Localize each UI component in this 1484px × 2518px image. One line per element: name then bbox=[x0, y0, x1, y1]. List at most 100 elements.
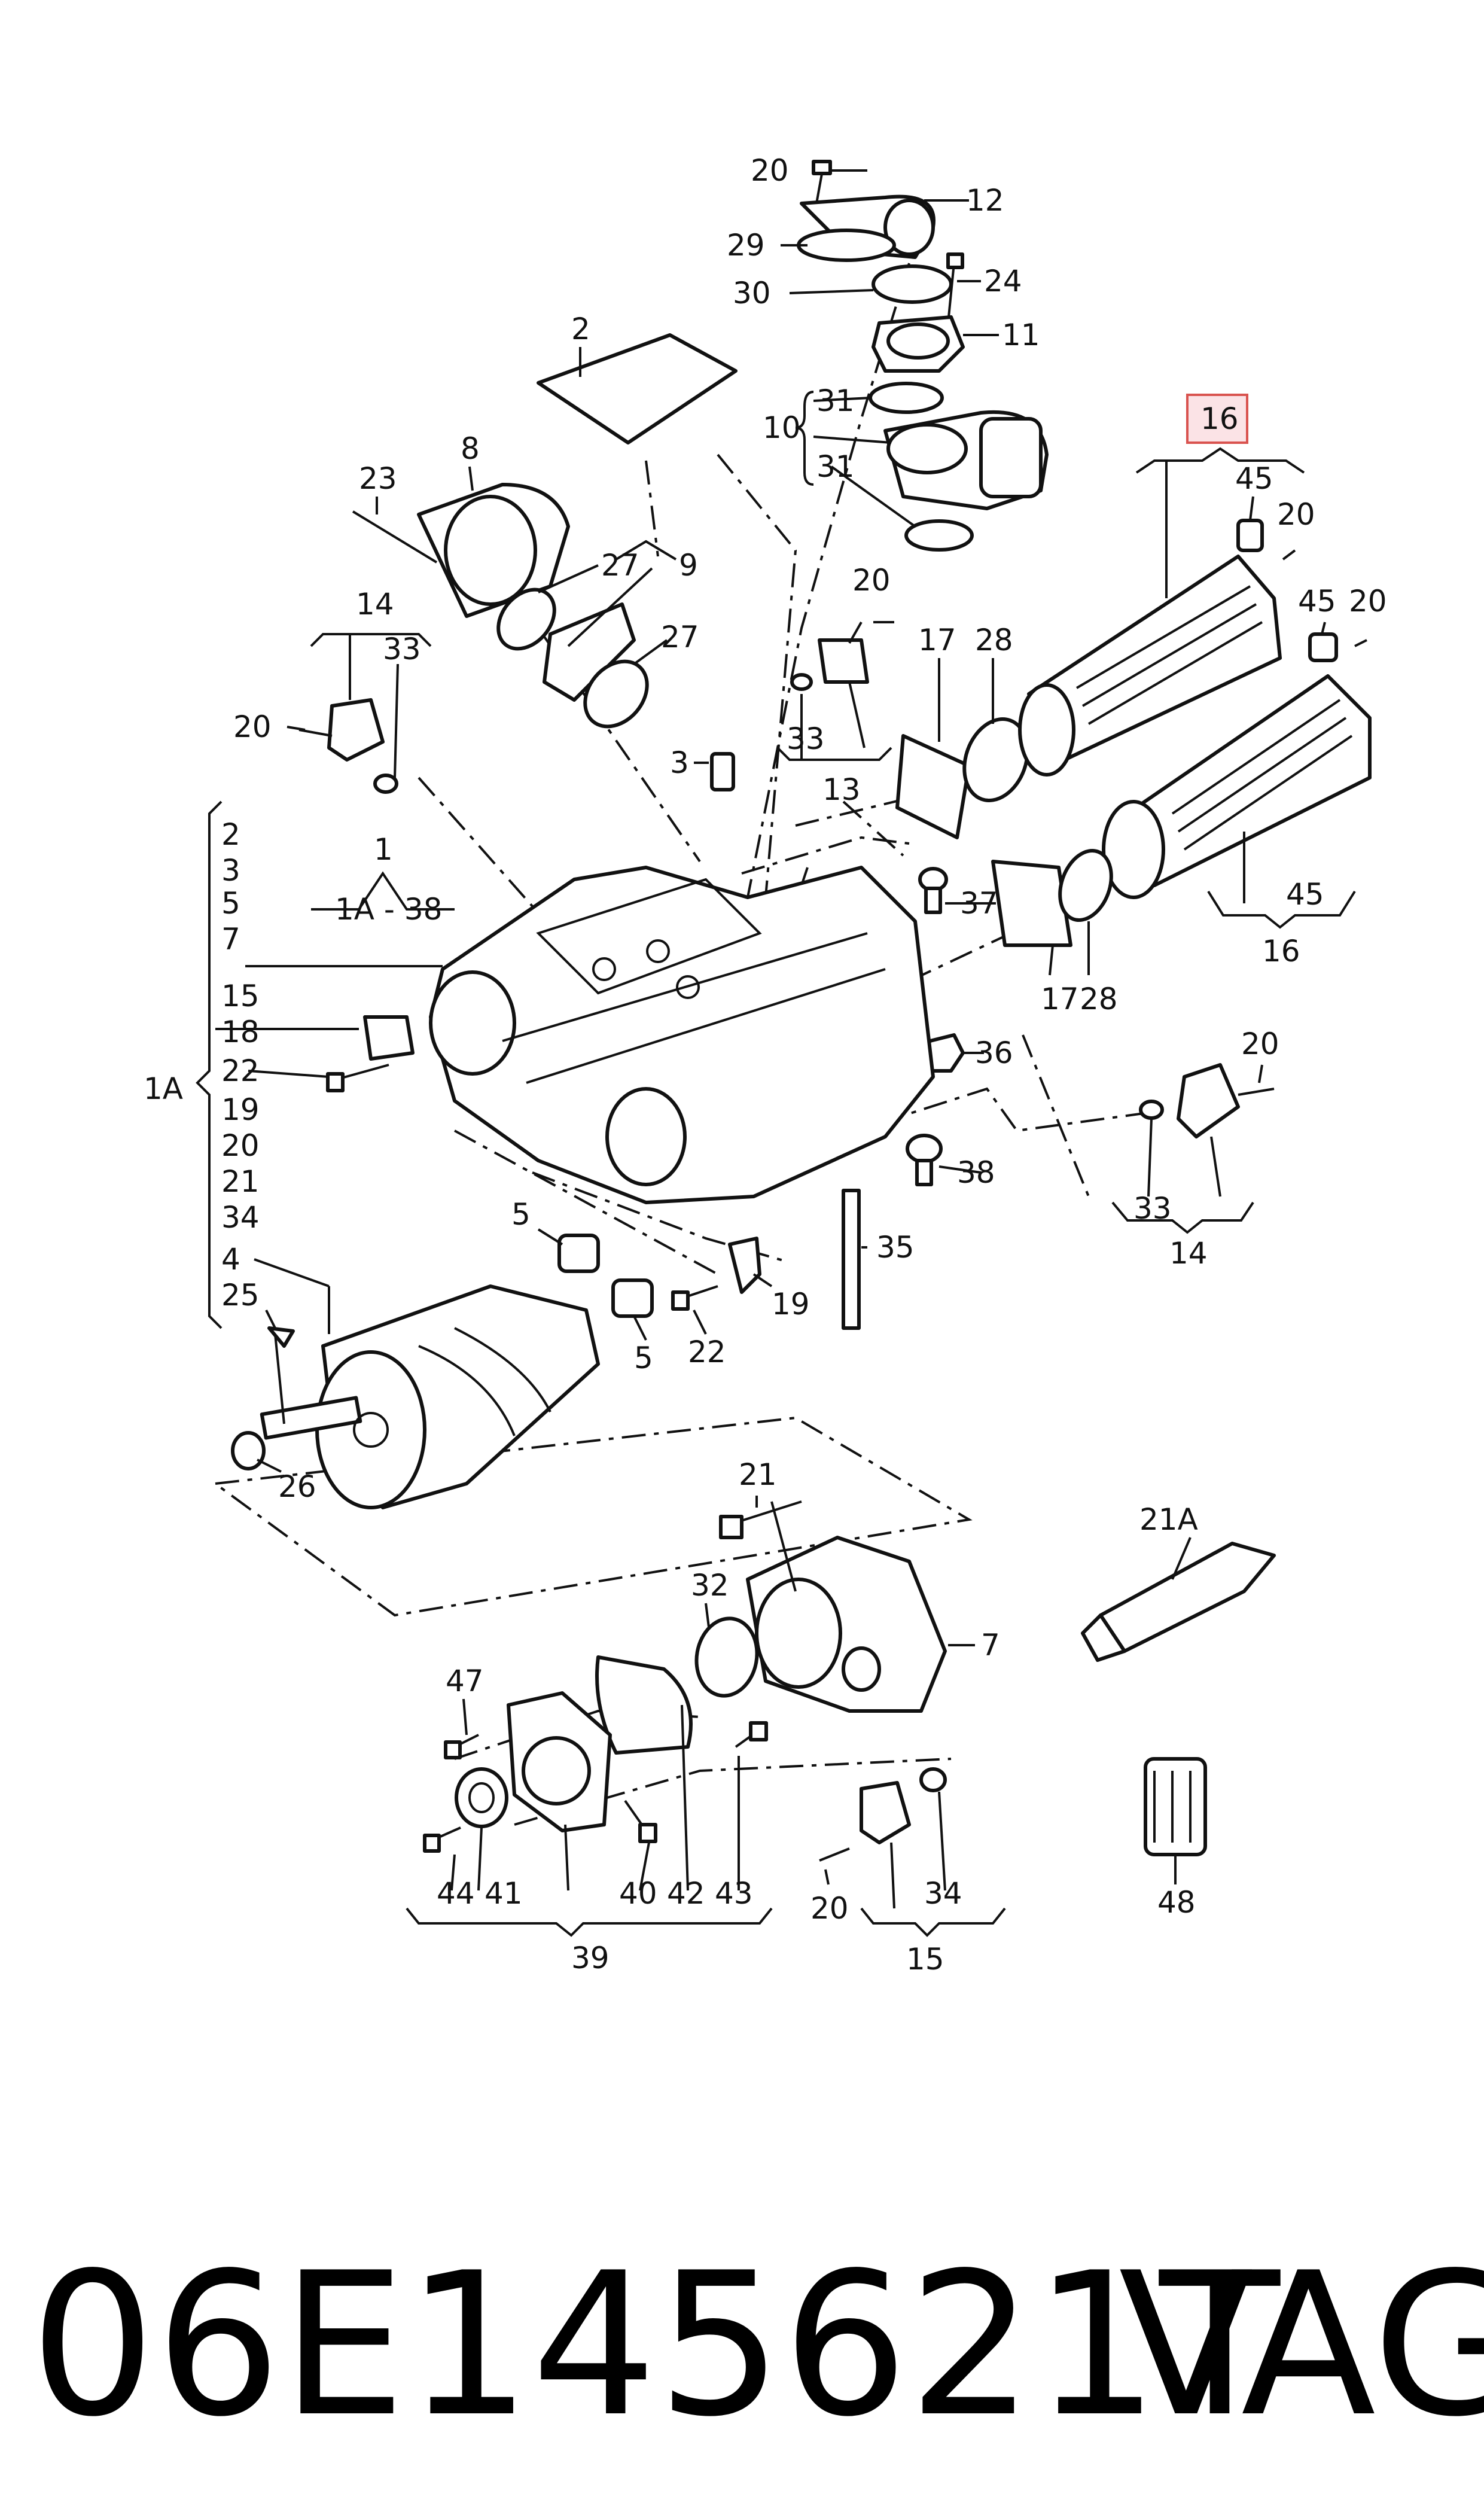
part-13-sensor-upper bbox=[790, 622, 869, 691]
part-47-bolt bbox=[444, 1734, 479, 1759]
part-22-bolt-left bbox=[326, 1064, 389, 1092]
part-11-flange bbox=[871, 315, 965, 373]
label-17: 17 bbox=[1041, 982, 1079, 1016]
label-30: 30 bbox=[733, 276, 771, 310]
label-33: 33 bbox=[1133, 1191, 1172, 1226]
label-44: 44 bbox=[437, 1876, 475, 1911]
label-28: 28 bbox=[975, 623, 1013, 657]
group-1A-item: 15 bbox=[221, 979, 260, 1013]
part-31-oring-lower bbox=[904, 519, 974, 552]
label-27: 27 bbox=[601, 548, 639, 583]
group-1A-item: 19 bbox=[221, 1092, 260, 1127]
part-labels: 20 12 29 30 24 11 31 10 31 2 23 8 27 9 2… bbox=[144, 153, 1387, 1977]
part-4-rotor-assembly bbox=[260, 1284, 600, 1509]
label-35: 35 bbox=[876, 1230, 915, 1265]
part-43-bolt bbox=[735, 1721, 768, 1748]
footer: 06E145621T VAG bbox=[0, 2202, 1484, 2489]
label-20: 20 bbox=[1349, 584, 1387, 619]
part-1A-supercharger-housing bbox=[429, 866, 935, 1204]
part-25-key bbox=[267, 1326, 295, 1348]
label-20: 20 bbox=[751, 153, 789, 188]
label-27: 27 bbox=[661, 620, 699, 654]
part-16-cooler-upper bbox=[1018, 555, 1282, 777]
part-23-bolt bbox=[352, 510, 438, 564]
label-5: 5 bbox=[634, 1341, 653, 1375]
part-39-pump-housing bbox=[507, 1691, 612, 1832]
part-42-cover bbox=[595, 1655, 693, 1755]
label-29: 29 bbox=[727, 228, 765, 263]
label-11: 11 bbox=[1002, 318, 1040, 352]
part-18-bracket bbox=[363, 1015, 415, 1061]
label-45: 45 bbox=[1235, 461, 1273, 496]
label-39: 39 bbox=[571, 1941, 610, 1975]
group-1A-item: 4 bbox=[221, 1242, 240, 1277]
label-1A: 1A bbox=[144, 1071, 183, 1106]
label-20: 20 bbox=[852, 563, 891, 598]
label-20: 20 bbox=[1241, 1027, 1279, 1061]
label-40: 40 bbox=[619, 1876, 657, 1911]
part-29-gasket bbox=[797, 229, 896, 262]
part-26-seal bbox=[231, 1431, 266, 1470]
label-20: 20 bbox=[1277, 497, 1315, 532]
label-20: 20 bbox=[810, 1891, 849, 1926]
label-33: 33 bbox=[383, 632, 421, 666]
part-22-bolt bbox=[671, 1285, 718, 1311]
label-21A: 21A bbox=[1139, 1502, 1198, 1537]
label-34: 34 bbox=[924, 1876, 962, 1911]
label-17: 17 bbox=[918, 623, 956, 657]
label-9: 9 bbox=[679, 548, 698, 583]
part-5-bushings bbox=[557, 1234, 654, 1318]
part-27-oring-b bbox=[583, 659, 649, 729]
part-24-bolt bbox=[946, 252, 964, 324]
part-10-throttle-body bbox=[883, 410, 1049, 510]
brand-name: VAG bbox=[1119, 2230, 1484, 2460]
highlight-box-16 bbox=[1186, 394, 1248, 444]
group-1A-item: 22 bbox=[221, 1054, 260, 1088]
leader-lines bbox=[196, 169, 1367, 1937]
label-22: 22 bbox=[688, 1335, 726, 1369]
part-7-pulley-housing bbox=[746, 1536, 947, 1713]
part-21A-sealant-tube bbox=[1081, 1542, 1276, 1662]
part-3-plug bbox=[710, 752, 735, 791]
part-30-oring bbox=[871, 264, 953, 304]
label-16-highlighted: 16 bbox=[1200, 401, 1239, 436]
exploded-parts-diagram: 20 12 29 30 24 11 31 10 31 2 23 8 27 9 2… bbox=[144, 153, 1387, 1977]
label-33: 33 bbox=[787, 721, 825, 756]
group-1A-item: 25 bbox=[221, 1278, 260, 1313]
part-28-oring-upper bbox=[962, 717, 1029, 802]
part-number: 06E145621T bbox=[30, 2230, 1280, 2460]
group-1A-item: 21 bbox=[221, 1164, 260, 1199]
part-17-gasket-upper bbox=[895, 734, 971, 839]
part-2-gasket-plate bbox=[537, 333, 738, 444]
label-16: 16 bbox=[1262, 934, 1300, 969]
part-48-oil-filter bbox=[1144, 1757, 1207, 1856]
label-48: 48 bbox=[1157, 1885, 1196, 1920]
label-2: 2 bbox=[571, 312, 590, 346]
label-38: 38 bbox=[957, 1155, 995, 1190]
label-42: 42 bbox=[667, 1876, 705, 1911]
part-19-bracket bbox=[728, 1237, 761, 1294]
label-8: 8 bbox=[461, 431, 480, 466]
label-45: 45 bbox=[1298, 584, 1336, 619]
label-15: 15 bbox=[906, 1942, 944, 1977]
label-3: 3 bbox=[670, 745, 689, 780]
part-35-rod bbox=[842, 1189, 861, 1330]
part-27-oring-a bbox=[496, 587, 556, 651]
label-21: 21 bbox=[739, 1457, 777, 1492]
label-7: 7 bbox=[981, 1628, 1000, 1663]
group-1A-item: 20 bbox=[221, 1128, 260, 1163]
label-19: 19 bbox=[772, 1287, 810, 1322]
label-13: 13 bbox=[822, 772, 861, 807]
label-1: 1 bbox=[374, 832, 393, 867]
part-17-gasket-lower bbox=[991, 860, 1072, 947]
label-23: 23 bbox=[359, 461, 397, 496]
label-31: 31 bbox=[816, 449, 855, 484]
label-43: 43 bbox=[715, 1876, 753, 1911]
part-14-sensor-left bbox=[298, 698, 398, 794]
label-5: 5 bbox=[511, 1197, 531, 1232]
group-1A-item: 18 bbox=[221, 1015, 260, 1049]
part-21-bolt bbox=[719, 1500, 802, 1539]
part-12-elbow bbox=[800, 194, 936, 259]
group-1A-item: 7 bbox=[221, 922, 240, 957]
label-47: 47 bbox=[446, 1664, 484, 1698]
